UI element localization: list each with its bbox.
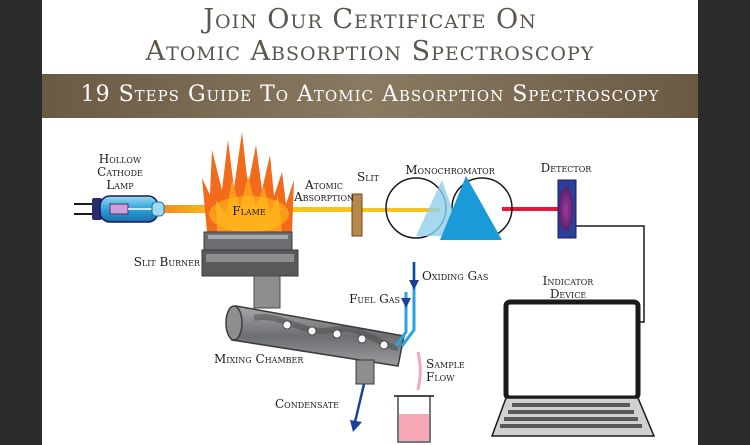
- title-line-2: Atomic Absorption Spectroscopy: [145, 36, 595, 67]
- sample-beaker: [394, 395, 434, 443]
- label-atomic-1: Atomic: [304, 178, 343, 192]
- monochromator: [385, 176, 513, 240]
- label-indicator-1: Indicator: [543, 274, 595, 288]
- label-slit: Slit: [357, 170, 380, 184]
- label-sample-2: Flow: [426, 370, 455, 384]
- oxiding-gas-arrow: [409, 262, 419, 290]
- label-condensate: Condensate: [275, 397, 339, 411]
- detector: [557, 179, 577, 239]
- hollow-cathode-lamp: [74, 195, 165, 223]
- label-lamp-2: Cathode: [97, 165, 143, 179]
- poster-card: Join Our Certificate On Atomic Absorptio…: [42, 0, 698, 445]
- label-lamp-3: Lamp: [106, 178, 134, 192]
- label-sample-1: Sample: [426, 357, 465, 371]
- label-monochromator: Monochromator: [405, 163, 496, 177]
- label-slit-burner: Slit Burner: [134, 255, 201, 269]
- condensate-arrow: [350, 383, 366, 432]
- label-lamp-1: Hollow: [99, 152, 142, 166]
- label-atomic-2: Absorption: [293, 190, 354, 204]
- label-oxiding-gas: Oxiding Gas: [422, 269, 488, 283]
- title-line-1: Join Our Certificate On: [203, 4, 537, 35]
- light-beam: [162, 205, 560, 213]
- label-mixing-chamber: Mixing Chamber: [214, 352, 304, 366]
- banner: 19 Steps Guide To Atomic Absorption Spec…: [42, 74, 698, 118]
- aas-diagram: Hollow Cathode Lamp Flame Atomic Absorpt…: [74, 132, 656, 443]
- fuel-gas-arrow: [401, 298, 411, 308]
- signal-wire: [576, 225, 645, 323]
- slit-burner: [201, 231, 299, 309]
- label-fuel-gas: Fuel Gas: [349, 292, 400, 306]
- mixing-chamber: [225, 305, 405, 385]
- label-indicator-2: Device: [550, 287, 587, 301]
- indicator-device: [490, 299, 656, 437]
- banner-text: 19 Steps Guide To Atomic Absorption Spec…: [80, 82, 660, 107]
- label-detector: Detector: [541, 161, 593, 175]
- flame: [202, 132, 294, 232]
- slit-plate: [351, 193, 363, 237]
- label-flame: Flame: [232, 204, 266, 218]
